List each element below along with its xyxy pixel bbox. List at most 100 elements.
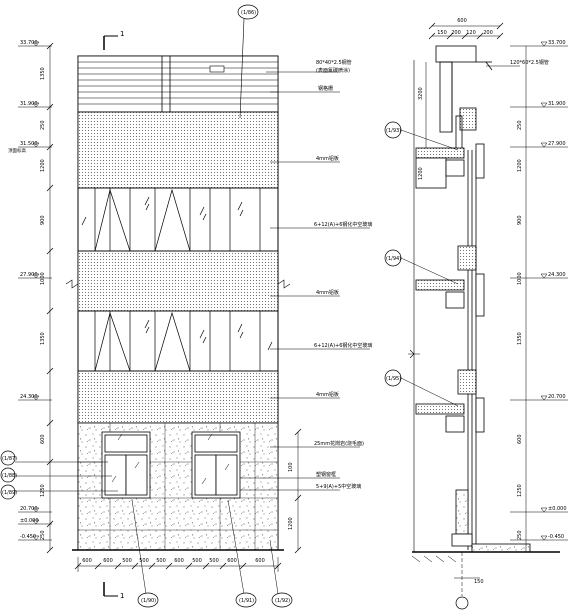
section-parapet [435,45,493,157]
callout-label: 4mm铝板 [316,155,339,162]
level-mark: 20.700 [18,506,52,513]
svg-text:500: 500 [139,558,149,564]
section-top-dims: 600 150 200 120 200 [428,18,504,40]
base-right-dims: 100 1200 [288,428,302,554]
svg-text:900: 900 [517,215,523,225]
level-mark: -0.450 [18,534,52,541]
dim-label: 900 [40,215,46,225]
svg-text:600: 600 [174,558,184,564]
svg-text:1350: 1350 [517,332,523,345]
svg-text:600: 600 [103,558,113,564]
svg-text:500: 500 [122,558,132,564]
svg-text:-0.450: -0.450 [20,534,36,540]
svg-text:±0.000: ±0.000 [20,518,39,524]
level-mark: 24.300 [510,272,568,279]
callout-label: 25mm花岗岩(烧毛面) [314,440,364,447]
level-mark: 20.700 [510,394,568,401]
svg-text:1200: 1200 [517,159,523,172]
section-callouts: (1/93) (1/94) (1/95) [384,121,459,407]
svg-text:600: 600 [255,558,265,564]
level-mark: 24.300 [18,394,52,401]
svg-text:(1/87): (1/87) [2,456,17,462]
section-mark-bottom: 1 [103,582,124,600]
svg-text:33.700: 33.700 [20,40,38,46]
level-mark: 31.900 [18,101,52,108]
svg-text:600: 600 [82,558,92,564]
svg-text:(1/89): (1/89) [2,490,17,496]
callout-label: 4mm铝板 [316,391,339,398]
right-callouts: 80*40*2.5钢管 (表面氟碳喷涂) 钢格栅 4mm铝板 6+12(A)+6… [240,59,372,491]
section-view: 600 150 200 120 200 120*60*2.5钢管 [384,18,568,610]
level-mark: -0.450 [510,534,568,541]
svg-text:31.500: 31.500 [20,141,38,147]
svg-text:500: 500 [209,558,219,564]
svg-text:24.300: 24.300 [20,394,38,400]
svg-text:31.900: 31.900 [20,101,38,107]
section-mark-top: 1 [103,30,124,50]
svg-text:(1/92): (1/92) [275,598,290,604]
top-callout: (1/86) [237,4,259,119]
svg-text:20.700: 20.700 [20,506,38,512]
svg-text:-0.450: -0.450 [548,534,564,540]
svg-text:500: 500 [156,558,166,564]
svg-text:(1/86): (1/86) [241,10,256,16]
callout-label: 5+9(A)+5中空玻璃 [316,483,361,490]
svg-text:1: 1 [120,592,124,600]
svg-text:(1/95): (1/95) [386,376,401,382]
callout-label: 4mm铝板 [316,289,339,296]
dim-label: 1350 [40,67,46,80]
level-mark: 27.900 [510,141,568,148]
svg-text:120: 120 [466,30,476,36]
svg-text:150: 150 [474,579,484,585]
level-mark: ±0.000 [18,518,52,525]
svg-text:500: 500 [192,558,202,564]
section-base [411,489,560,563]
svg-text:±0.000: ±0.000 [548,506,567,512]
svg-text:150: 150 [437,30,447,36]
svg-text:200: 200 [451,30,461,36]
dim-label: 1000 [40,272,46,285]
svg-text:20.700: 20.700 [548,394,566,400]
section-mullion [467,150,477,550]
svg-text:1200: 1200 [418,167,424,180]
svg-text:顶面标高: 顶面标高 [8,147,26,154]
dim-label: 1250 [40,484,46,497]
svg-text:27.900: 27.900 [20,272,38,278]
window-right [191,431,241,499]
left-callouts: (1/87) (1/88) (1/89) [0,450,118,500]
svg-text:3200: 3200 [418,87,424,100]
section-left-dims: 3200 1200 [418,62,427,180]
svg-text:250: 250 [517,120,523,130]
level-mark: 31.900 [510,101,568,108]
section-axis-marker: 150 [454,552,484,610]
svg-text:1200: 1200 [288,517,294,530]
dim-label: 1200 [40,159,46,172]
svg-text:(1/88): (1/88) [2,473,17,479]
svg-text:600: 600 [457,18,467,24]
svg-text:100: 100 [288,462,294,472]
svg-text:1000: 1000 [517,272,523,285]
svg-text:600: 600 [517,434,523,444]
aluminium-panels [77,111,279,424]
svg-text:24.300: 24.300 [548,272,566,278]
svg-text:(1/91): (1/91) [239,598,254,604]
callout-label: 塑钢窗框 [316,471,336,478]
steel-grille [77,55,279,113]
level-mark: 33.700 [18,40,52,47]
dim-label: 250 [40,120,46,130]
callout-label: 6+12(A)+6钢化中空玻璃 [314,342,372,349]
svg-text:200: 200 [483,30,493,36]
dim-label: 1350 [40,332,46,345]
section-tag-top: 1 [120,30,124,38]
svg-text:(1/90): (1/90) [141,598,156,604]
section-top-note: 120*60*2.5钢管 [510,59,549,66]
svg-text:600: 600 [227,558,237,564]
dim-label: 250 [40,530,46,540]
level-mark: 33.700 [510,40,568,47]
section-right-levels: 33.700 31.900 27.900 24.300 20.700 ±0.00… [510,40,568,552]
svg-text:(1/93): (1/93) [386,128,401,134]
level-mark: 27.900 [18,272,52,279]
svg-text:1250: 1250 [517,484,523,497]
callout-label: 80*40*2.5钢管 [316,59,352,66]
